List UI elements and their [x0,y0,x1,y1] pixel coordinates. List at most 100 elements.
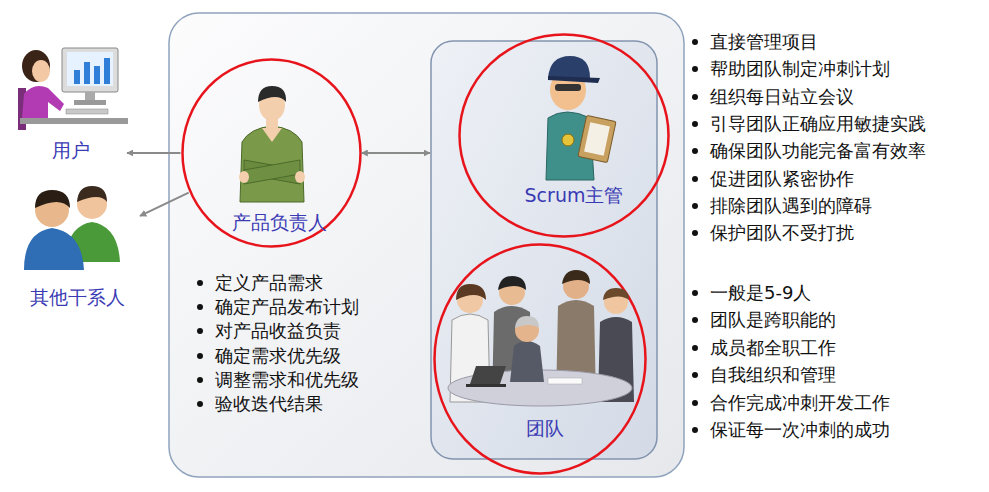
bullet-item: 成员都全职工作 [692,336,836,360]
product-owner-figure-part [244,160,300,184]
bullet-item: 直接管理项目 [692,30,818,54]
scrum-master-figure-part [555,84,581,91]
bullet-dot [197,280,203,286]
bullet-item: 调整需求和优先级 [197,368,359,392]
bullet-text: 组织每日站立会议 [710,86,854,108]
bullet-dot [692,345,698,351]
panel-outline [169,13,684,477]
role-name: 产品负责人 [232,211,327,233]
bullet-text: 确定产品发布计划 [215,296,359,318]
bullet-text: 排除团队遇到的障碍 [710,195,872,217]
bullet-item: 帮助团队制定冲刺计划 [692,57,890,81]
bullet-text: 确定需求优先级 [215,345,341,367]
role-name: Scrum主管 [525,184,624,206]
bullet-dot [692,427,698,433]
user-figure-part [84,62,90,84]
product-owner-figure-part [244,160,300,184]
bullet-dot [692,317,698,323]
bullet-dot [692,66,698,72]
bullet-text: 直接管理项目 [710,31,818,53]
team-figure-part [548,378,582,384]
stakeholders-figure-part [77,186,107,202]
role-name: 团队 [526,417,564,439]
bullet-item: 确保团队功能完备富有效率 [692,139,926,163]
bullet-item: 一般是5-9人 [692,281,811,305]
bullet-dot [692,290,698,296]
bullet-dot [692,203,698,209]
bullet-item: 定义产品需求 [197,271,323,295]
bullet-dot [197,353,203,359]
bullet-dot [197,377,203,383]
bullet-item: 验收迭代结果 [197,392,323,416]
bullet-text: 定义产品需求 [215,272,323,294]
bullet-dot [692,39,698,45]
bullet-text: 调整需求和优先级 [215,369,359,391]
relation-arrow [362,152,431,154]
role-name: 其他干系人 [30,286,125,308]
product-owner-figure-part [239,171,249,183]
user-figure-part [22,50,50,82]
bullet-dot [692,230,698,236]
bullet-text: 自我组织和管理 [710,364,836,386]
highlight-circle [460,35,669,237]
role-name: 用户 [52,139,90,161]
bullet-item: 保护团队不受打扰 [692,221,854,245]
bullet-item: 对产品收益负责 [197,319,341,343]
user-figure [18,48,128,130]
bullet-dot [197,304,203,310]
bullet-dot [692,121,698,127]
bullet-text: 帮助团队制定冲刺计划 [710,58,890,80]
bullet-item: 排除团队遇到的障碍 [692,194,872,218]
highlight-circle [435,245,646,474]
scrum-master-figure-part [562,134,574,146]
bullet-item: 确定产品发布计划 [197,295,359,319]
bullet-item: 自我组织和管理 [692,363,836,387]
bullet-item: 保证每一次冲刺的成功 [692,418,890,442]
bullet-item: 合作完成冲刺开发工作 [692,391,890,415]
bullet-text: 对产品收益负责 [215,320,341,342]
bullet-item: 促进团队紧密协作 [692,167,854,191]
stakeholders-figure-part [24,228,84,270]
bullet-dot [197,401,203,407]
user-figure-part [74,100,106,105]
product-owner-figure-part [295,171,305,183]
user-figure-part [104,58,110,84]
highlight-circle [182,60,360,247]
bullet-text: 保证每一次冲刺的成功 [710,419,890,441]
user-figure-part [74,70,80,84]
bullet-dot [197,328,203,334]
user-figure-part [85,92,95,100]
bullet-text: 团队是跨职能的 [710,309,836,331]
bullet-text: 验收迭代结果 [215,393,323,415]
team-figure-part [510,341,544,382]
user-figure-part [32,60,50,82]
bullet-item: 团队是跨职能的 [692,308,836,332]
bullet-text: 确保团队功能完备富有效率 [710,140,926,162]
bullet-text: 引导团队正确应用敏捷实践 [710,113,926,135]
bullet-text: 促进团队紧密协作 [710,168,854,190]
user-figure-part [20,118,128,124]
bullet-item: 确定需求优先级 [197,344,341,368]
stakeholders-figure-part [35,190,70,208]
bullet-text: 一般是5-9人 [710,282,811,304]
bullet-item: 组织每日站立会议 [692,85,854,109]
bullet-dot [692,372,698,378]
user-figure-part [22,86,64,118]
team-figure-part [466,384,506,387]
bullet-dot [692,400,698,406]
stakeholders-figure [24,186,120,270]
user-figure-part [94,66,100,84]
user-figure-part [67,52,113,86]
product-owner-figure-part [240,126,304,202]
user-figure-part [62,48,118,92]
bullet-dot [692,94,698,100]
bullet-text: 保护团队不受打扰 [710,222,854,244]
bullet-dot [692,148,698,154]
bullet-dot [692,176,698,182]
bullet-text: 成员都全职工作 [710,337,836,359]
bullet-item: 引导团队正确应用敏捷实践 [692,112,926,136]
relation-arrow [127,152,181,154]
team-figure-part [470,366,506,384]
bullet-text: 合作完成冲刺开发工作 [710,392,890,414]
product-owner-figure-part [262,128,282,142]
